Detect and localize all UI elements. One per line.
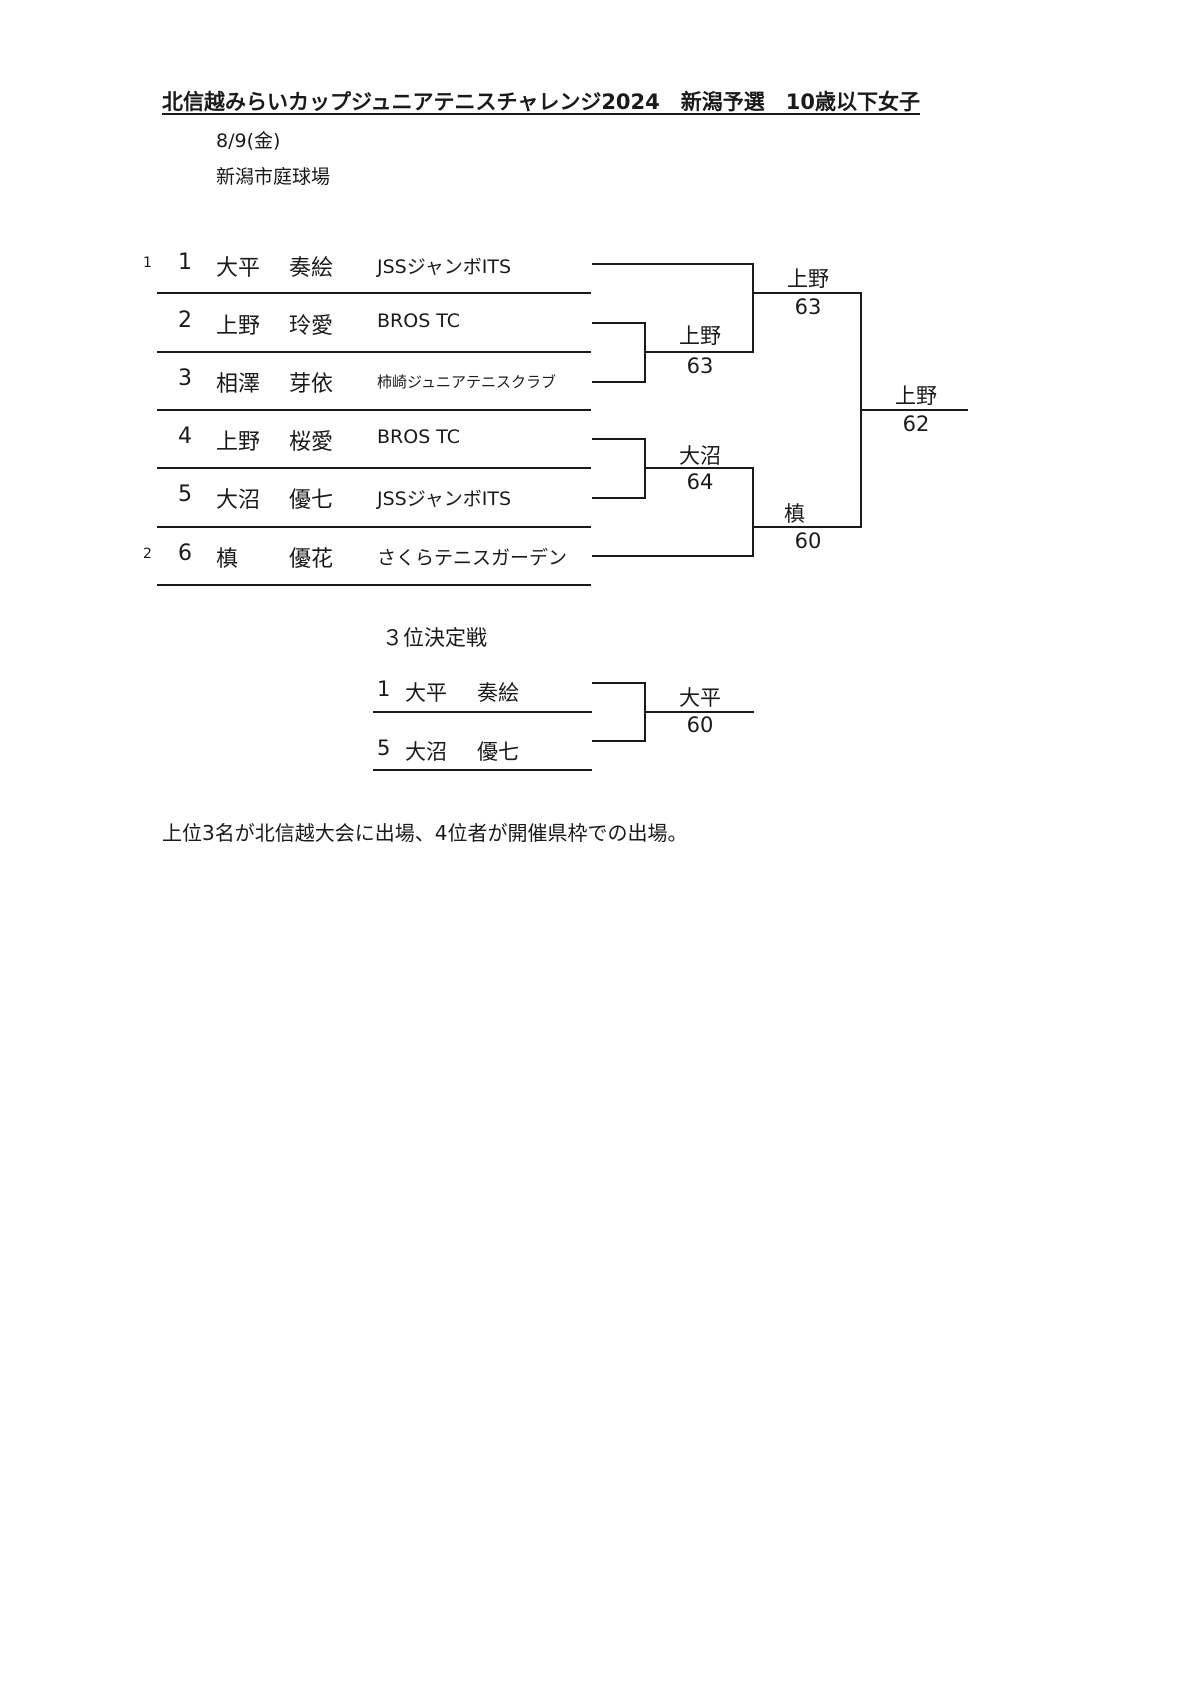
player-last-name: 上野: [216, 430, 261, 455]
player-club: BROS TC: [377, 310, 461, 332]
bracket-line: [752, 263, 754, 353]
match-score: 60: [794, 529, 822, 553]
row-divider: [373, 711, 592, 713]
row-divider: [157, 526, 591, 528]
bracket-line: [592, 682, 646, 684]
player-last-name: 大平: [216, 256, 261, 281]
player-last-name: 大沼: [216, 488, 261, 513]
event-venue: 新潟市庭球場: [216, 166, 331, 188]
player-first-name: 奏絵: [477, 681, 519, 705]
bracket-line: [644, 467, 754, 469]
player-first-name: 優花: [289, 547, 334, 572]
bracket-line: [752, 292, 862, 294]
draw-number: 6: [178, 541, 192, 566]
draw-number: 1: [377, 677, 391, 701]
event-date: 8/9(金): [216, 130, 281, 152]
player-first-name: 奏絵: [289, 256, 334, 281]
bracket-line: [592, 263, 754, 265]
draw-number: 3: [178, 366, 192, 391]
player-first-name: 優七: [477, 740, 519, 764]
bracket-line: [752, 467, 754, 557]
player-club: さくらテニスガーデン: [377, 547, 568, 569]
draw-number: 2: [178, 308, 192, 333]
player-first-name: 玲愛: [289, 314, 334, 339]
bracket-line: [592, 740, 646, 742]
row-divider: [373, 769, 592, 771]
match-score: 63: [794, 295, 822, 319]
third-place-heading: ３位決定戦: [382, 626, 487, 650]
match-winner: 上野: [787, 267, 829, 291]
draw-number: 5: [377, 736, 391, 760]
bracket-line: [644, 711, 754, 713]
match-winner: 上野: [679, 324, 721, 348]
player-first-name: 芽依: [289, 372, 334, 397]
player-first-name: 優七: [289, 488, 334, 513]
bracket-line: [592, 438, 646, 440]
player-last-name: 相澤: [216, 372, 261, 397]
player-club: BROS TC: [377, 426, 461, 448]
draw-number: 1: [178, 250, 192, 275]
row-divider: [157, 584, 591, 586]
player-last-name: 槙: [216, 547, 239, 572]
third-place-winner: 大平: [679, 686, 721, 710]
player-club: 柿崎ジュニアテニスクラブ: [377, 373, 556, 391]
player-last-name: 大平: [405, 681, 447, 705]
match-score: 63: [686, 354, 714, 378]
final-winner: 上野: [895, 384, 937, 408]
match-winner: 槙: [784, 502, 805, 526]
player-last-name: 大沼: [405, 740, 447, 764]
bracket-line: [592, 497, 646, 499]
match-winner: 大沼: [679, 444, 721, 468]
row-divider: [157, 292, 591, 294]
seed-label: 1: [143, 255, 152, 271]
row-divider: [157, 467, 591, 469]
bracket-line: [592, 381, 646, 383]
bracket-line: [592, 555, 754, 557]
bracket-line: [644, 351, 754, 353]
player-last-name: 上野: [216, 314, 261, 339]
draw-number: 5: [178, 482, 192, 507]
page-title: 北信越みらいカップジュニアテニスチャレンジ2024 新潟予選 10歳以下女子: [162, 90, 920, 114]
qualification-note: 上位3名が北信越大会に出場、4位者が開催県枠での出場。: [162, 821, 688, 845]
player-club: JSSジャンボITS: [377, 488, 512, 510]
seed-label: 2: [143, 546, 152, 562]
bracket-line: [592, 322, 646, 324]
bracket-line: [752, 526, 862, 528]
bracket-line: [860, 409, 968, 411]
player-club: JSSジャンボITS: [377, 256, 512, 278]
row-divider: [157, 409, 591, 411]
match-score: 64: [686, 470, 714, 494]
draw-number: 4: [178, 424, 192, 449]
player-first-name: 桜愛: [289, 430, 334, 455]
final-score: 62: [902, 412, 930, 436]
third-place-score: 60: [686, 713, 714, 737]
row-divider: [157, 351, 591, 353]
